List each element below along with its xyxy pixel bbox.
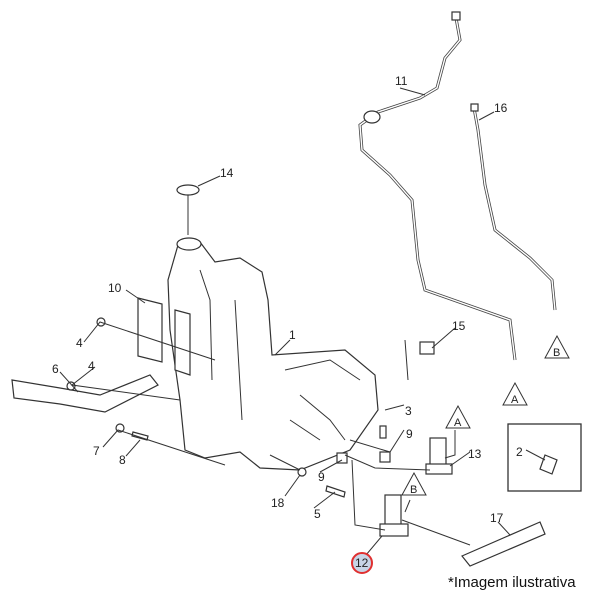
svg-text:B: B <box>410 484 417 496</box>
svg-text:B: B <box>553 347 560 359</box>
fasteners <box>66 317 391 498</box>
callout-10: 10 <box>108 281 122 295</box>
callout-15: 15 <box>452 319 466 333</box>
inset-filter-2 <box>507 423 582 492</box>
callout-13: 13 <box>468 447 482 461</box>
callout-4: 4 <box>88 359 95 373</box>
bracket-10 <box>137 297 191 376</box>
callout-7: 7 <box>93 444 100 458</box>
washer-pump-13 <box>425 437 453 475</box>
connector-a-pump: A <box>445 404 471 429</box>
connector-b-hose: B <box>544 334 570 359</box>
callout-6: 6 <box>52 362 59 376</box>
svg-text:A: A <box>454 417 462 429</box>
bracket-6 <box>11 374 159 413</box>
hose-16 <box>470 103 557 311</box>
illustrative-image-caption: *Imagem ilustrativa <box>448 574 576 591</box>
connector-b-pump: B <box>401 471 427 496</box>
callout-14: 14 <box>220 166 234 180</box>
callout-9: 9 <box>318 470 325 484</box>
callout-1: 1 <box>289 328 296 342</box>
callout-8: 8 <box>119 453 126 467</box>
svg-text:12: 12 <box>355 556 369 570</box>
callout-17: 17 <box>490 511 504 525</box>
leader-lines <box>59 87 546 556</box>
callout-2: 2 <box>516 445 523 459</box>
connector-a-hose: A <box>502 381 528 406</box>
callout-5: 5 <box>314 507 321 521</box>
level-sensor-15 <box>404 339 435 381</box>
reservoir-1 <box>167 237 379 471</box>
callout-11: 11 <box>395 74 408 88</box>
callout-4: 4 <box>76 336 83 350</box>
callout-9: 9 <box>406 427 413 441</box>
hose-11 <box>358 11 517 361</box>
filler-cap-14 <box>176 184 200 235</box>
washer-pump-12 <box>379 494 409 537</box>
callout-18: 18 <box>271 496 285 510</box>
svg-text:A: A <box>511 394 519 406</box>
callout-12-highlighted: 12 <box>351 552 373 574</box>
bracket-17 <box>461 521 546 567</box>
callout-3: 3 <box>405 404 412 418</box>
callout-16: 16 <box>494 101 508 115</box>
